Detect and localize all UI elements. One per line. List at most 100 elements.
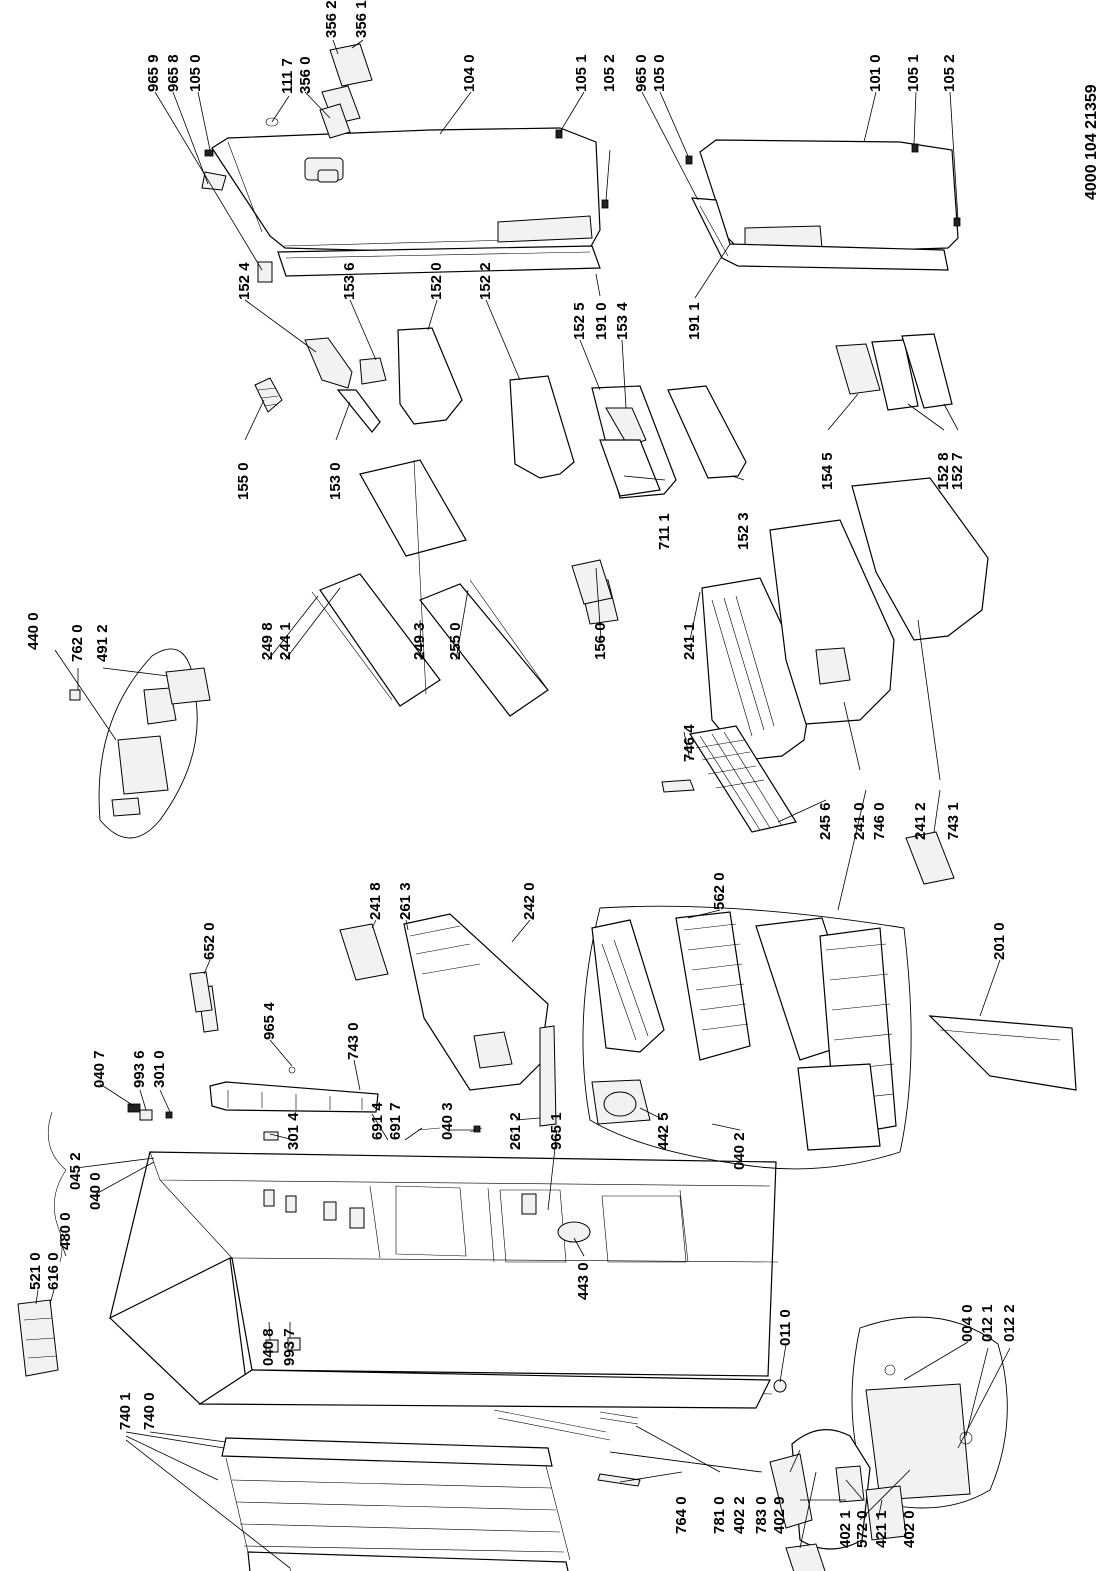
callout-label: 011 0 [777,1309,794,1346]
callout-label: 440 0 [25,612,42,650]
callout-label: 153 6 [341,262,358,300]
callout-label: 740 0 [141,1392,158,1430]
callout-label: 762 0 [69,624,86,662]
callout-label: 012 1 [979,1304,996,1342]
callout-label: 965 8 [165,54,182,92]
callout-label: 965 1 [548,1112,565,1150]
callout-label: 781 0 [711,1496,728,1534]
evaporator-assembly [582,905,912,1170]
callout-label: 191 1 [686,302,703,340]
door-shelves [254,327,953,499]
callout-label: 652 0 [201,922,218,960]
fridge-door [685,139,961,271]
glass-shelves [311,459,549,717]
callout-label: 111 7 [279,58,296,94]
callout-label: 562 0 [711,872,728,910]
callout-label: 040 2 [731,1132,748,1170]
rear-panel [905,831,1077,1091]
callout-label: 045 2 [67,1152,84,1190]
callout-labels: 965 9 965 8 105 0 111 7 356 0 356 2 356 … [25,0,1018,1548]
callout-label: 105 2 [941,54,958,92]
callout-label: 965 0 [633,54,650,92]
callout-label: 711 1 [656,513,673,550]
callout-label: 301 4 [285,1112,302,1150]
freezer-flap [209,1081,379,1113]
callout-label: 152 5 [571,302,588,340]
power-cord [17,1111,67,1377]
leader-lines [35,39,1011,1569]
freezer-drawer-upper [339,913,557,1127]
callout-label: 242 0 [521,882,538,920]
condenser [221,1437,571,1571]
callout-label: 012 2 [1001,1304,1018,1342]
callout-label: 783 0 [753,1496,770,1534]
callout-label: 746 4 [681,724,698,762]
callout-label: 156 0 [592,622,609,660]
callout-label: 965 4 [261,1002,278,1040]
callout-label: 004 0 [959,1304,976,1342]
callout-label: 241 8 [367,882,384,920]
cabinet-body [109,1151,787,1409]
callout-label: 301 0 [151,1050,168,1088]
thermostat-assembly [69,648,211,839]
callout-label: 152 3 [735,512,752,550]
callout-label: 241 1 [681,622,698,660]
callout-label: 153 4 [614,302,631,340]
callout-label: 480 0 [57,1212,74,1250]
callout-label: 105 0 [651,54,668,92]
callout-label: 743 1 [945,802,962,840]
callout-label: 249 3 [411,622,428,660]
callout-label: 155 0 [235,462,252,500]
callout-label: 244 1 [277,622,294,660]
callout-label: 616 0 [45,1252,62,1290]
callout-label: 105 1 [905,54,922,92]
callout-label: 040 8 [260,1328,277,1366]
callout-label: 040 3 [439,1102,456,1140]
callout-label: 356 2 [323,0,340,38]
callout-label: 443 0 [575,1262,592,1300]
callout-label: 249 8 [259,622,276,660]
callout-label: 101 0 [867,54,884,92]
callout-label: 241 2 [912,802,929,840]
callout-label: 241 0 [851,802,868,840]
crisper-drawers [579,477,989,761]
freezer-door [211,127,601,277]
callout-label: 743 0 [345,1022,362,1060]
callout-label: 746 0 [871,802,888,840]
callout-label: 152 7 [949,452,966,490]
callout-label: 356 1 [353,0,370,38]
callout-label: 040 7 [91,1050,108,1088]
callout-label: 261 2 [507,1112,524,1150]
callout-label: 764 0 [673,1496,690,1534]
callout-label: 491 2 [94,624,111,662]
callout-label: 402 9 [771,1496,788,1534]
callout-label: 104 0 [461,54,478,92]
callout-label: 965 9 [145,54,162,92]
callout-label: 261 3 [397,882,414,920]
callout-label: 572 0 [854,1510,871,1548]
callout-label: 402 0 [901,1510,918,1548]
callout-label: 201 0 [991,922,1008,960]
callout-label: 154 5 [819,452,836,490]
callout-label: 152 2 [477,262,494,300]
callout-label: 245 6 [817,802,834,840]
callout-label: 402 1 [837,1510,854,1548]
callout-label: 152 0 [428,262,445,300]
callout-label: 105 1 [573,54,590,92]
callout-label: 153 0 [327,462,344,500]
callout-label: 421 1 [873,1510,890,1548]
document-number: 4000 104 21359 [1083,84,1100,200]
callout-label: 521 0 [27,1252,44,1290]
callout-label: 356 0 [297,56,314,94]
lamp-cover [189,559,613,1013]
callout-label: 740 1 [117,1392,134,1430]
callout-label: 040 0 [87,1172,104,1210]
callout-label: 402 2 [731,1496,748,1534]
callout-label: 993 7 [281,1328,298,1366]
callout-label: 691 7 [387,1102,404,1140]
callout-label: 255 0 [447,622,464,660]
callout-label: 105 0 [187,54,204,92]
compressor-plate [851,1316,1008,1509]
callout-label: 152 8 [935,452,952,490]
